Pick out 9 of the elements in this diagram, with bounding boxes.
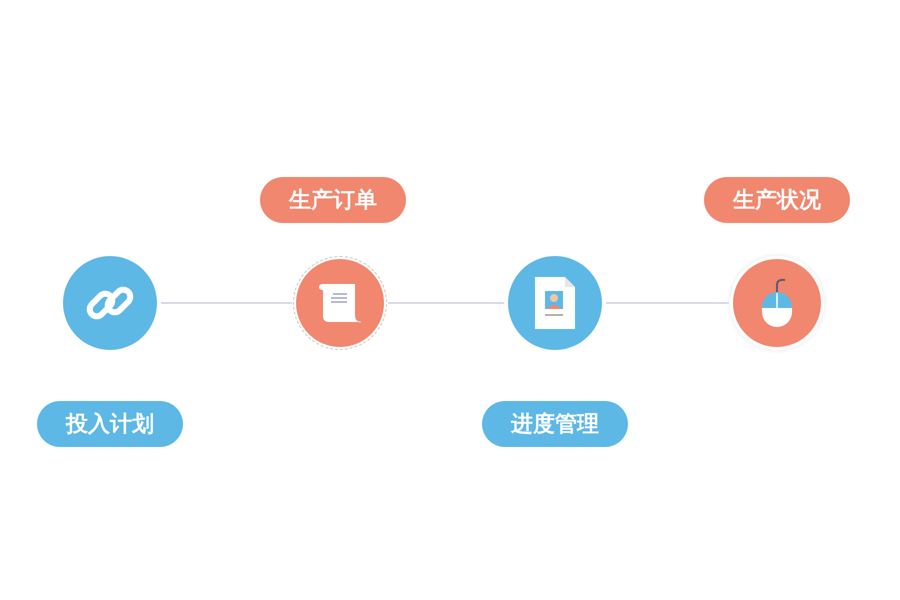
- connector-line: [160, 302, 292, 304]
- label-pill: 生产状况: [704, 177, 850, 223]
- connector-line: [606, 302, 730, 304]
- icon-circle: [733, 259, 821, 347]
- label-pill: 投入计划: [37, 401, 183, 447]
- label-pill: 进度管理: [482, 401, 628, 447]
- label-pill: 生产订单: [260, 177, 406, 223]
- icon-circle: [296, 259, 384, 347]
- connector-line: [388, 302, 504, 304]
